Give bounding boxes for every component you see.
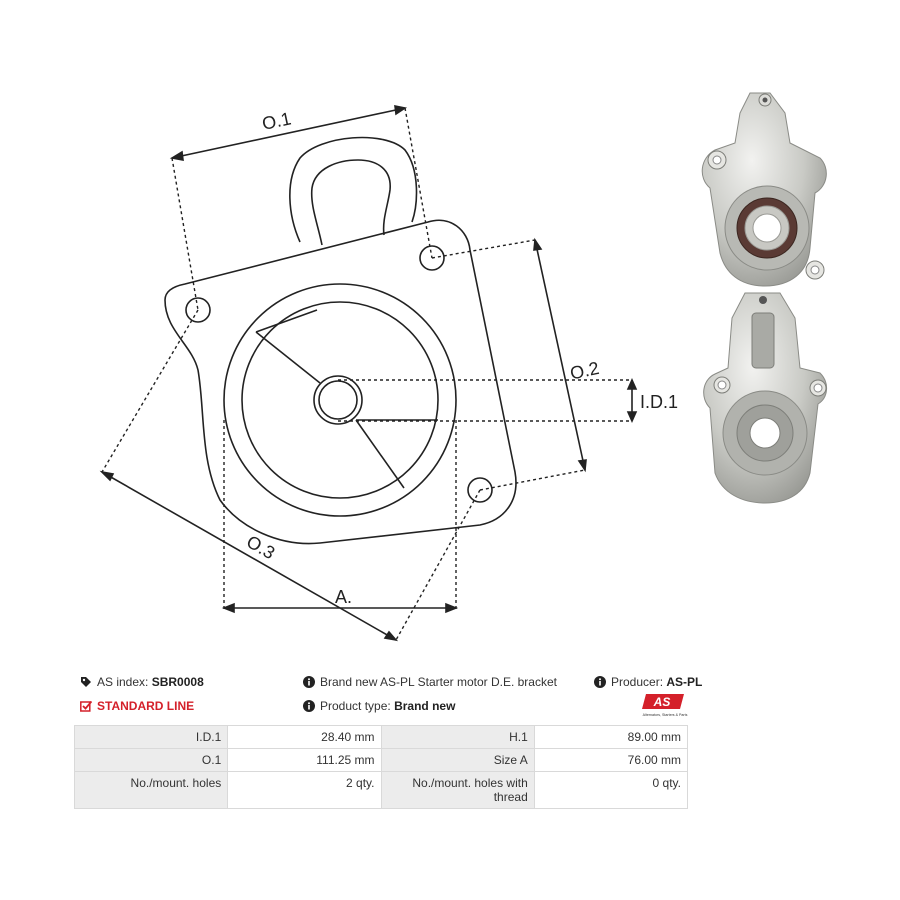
spec-value: 89.00 mm bbox=[533, 725, 689, 749]
check-square-icon bbox=[80, 700, 92, 712]
as-index-label: AS index: bbox=[97, 675, 149, 689]
product-type: Product type: Brand new bbox=[303, 699, 455, 713]
specs-table: I.D.1 28.40 mm H.1 89.00 mm O.1 111.25 m… bbox=[73, 725, 689, 809]
spec-value: 0 qty. bbox=[533, 771, 689, 809]
table-row: O.1 111.25 mm Size A 76.00 mm bbox=[73, 748, 689, 772]
tag-icon bbox=[81, 677, 91, 687]
product-type-value: Brand new bbox=[394, 699, 456, 713]
standard-line-label: STANDARD LINE bbox=[97, 699, 195, 713]
svg-text:AS: AS bbox=[653, 695, 671, 709]
spec-label: No./mount. holes bbox=[73, 771, 229, 809]
spec-label: O.1 bbox=[73, 748, 229, 772]
spec-value: 111.25 mm bbox=[227, 748, 382, 772]
table-row: I.D.1 28.40 mm H.1 89.00 mm bbox=[73, 725, 689, 749]
label-id1: I.D.1 bbox=[640, 392, 678, 412]
producer: Producer: AS-PL bbox=[594, 675, 702, 689]
label-a: A. bbox=[335, 587, 352, 607]
mount-hole-left bbox=[185, 297, 211, 323]
producer-value: AS-PL bbox=[666, 675, 703, 689]
label-o1: O.1 bbox=[260, 108, 293, 134]
inner-bore bbox=[241, 301, 439, 499]
technical-drawing: O.1 O.2 O.3 I.D.1 A. bbox=[99, 104, 678, 642]
top-lug bbox=[289, 136, 418, 243]
outer-bore bbox=[223, 283, 457, 517]
bracket-front-photo bbox=[701, 92, 827, 287]
description-text: Brand new AS-PL Starter motor D.E. brack… bbox=[320, 675, 557, 689]
spec-label: H.1 bbox=[380, 725, 535, 749]
table-row: No./mount. holes 2 qty. No./mount. holes… bbox=[73, 771, 689, 809]
as-index: AS index: SBR0008 bbox=[80, 675, 204, 689]
mount-hole-bottom-right bbox=[467, 477, 493, 503]
bracket-back-photo bbox=[703, 292, 827, 504]
spec-value: 2 qty. bbox=[227, 771, 382, 809]
info-icon bbox=[594, 676, 606, 688]
bracket-outline bbox=[164, 219, 517, 545]
product-type-label: Product type: bbox=[320, 699, 391, 713]
as-index-value: SBR0008 bbox=[151, 675, 204, 689]
label-o2: O.2 bbox=[568, 358, 601, 384]
mount-hole-top-right bbox=[419, 245, 445, 271]
description: Brand new AS-PL Starter motor D.E. brack… bbox=[303, 675, 557, 689]
info-icon bbox=[303, 700, 315, 712]
spec-label: I.D.1 bbox=[73, 725, 229, 749]
bushing-inner bbox=[318, 380, 358, 420]
spec-label: No./mount. holes with thread bbox=[380, 771, 535, 809]
label-o3: O.3 bbox=[243, 531, 278, 563]
product-photos bbox=[701, 92, 827, 504]
standard-line: STANDARD LINE bbox=[80, 699, 194, 713]
spec-value: 76.00 mm bbox=[533, 748, 689, 772]
spec-label: Size A bbox=[380, 748, 535, 772]
bushing-outer bbox=[313, 375, 363, 425]
top-lug-inner bbox=[310, 159, 391, 246]
spec-value: 28.40 mm bbox=[227, 725, 382, 749]
info-icon bbox=[303, 676, 315, 688]
as-pl-logo: AS Alternators, Starters & Parts bbox=[642, 694, 688, 717]
svg-text:Alternators, Starters & Parts: Alternators, Starters & Parts bbox=[643, 713, 688, 717]
cutaway bbox=[255, 309, 438, 489]
producer-label: Producer: bbox=[611, 675, 664, 689]
